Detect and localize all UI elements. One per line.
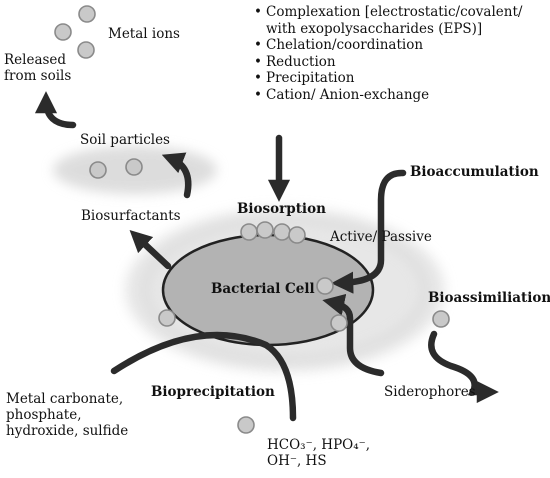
bioprecipitation-curve [110, 331, 297, 422]
bioaccumulation-arrow [331, 169, 407, 294]
siderophore-uptake-arrow [322, 293, 385, 377]
release-arrow [34, 91, 77, 129]
released-from-soils-label: Released from soils [4, 52, 72, 84]
siderophores-label: Siderophores [384, 384, 476, 400]
mechanism-item: Complexation [electrostatic/covalent/ [254, 4, 522, 21]
mechanism-item: Cation/ Anion-exchange [254, 87, 522, 104]
metal-ion [125, 158, 143, 176]
soil-to-biosurfactant-arrow [161, 152, 192, 199]
mechanism-item: Chelation/coordination [254, 37, 522, 54]
metal-ion [54, 23, 72, 41]
metal-ion [288, 226, 306, 244]
bioassimilation-label: Bioassimiliation [428, 290, 550, 306]
biosurfactant-arrow [129, 229, 172, 270]
bioassimilation-arrow [428, 330, 499, 404]
mechanism-item: Reduction [254, 54, 522, 71]
mechanism-item: with exopolysaccharides (EPS)] [266, 20, 483, 37]
metal-ion [89, 161, 107, 179]
soil-particles-label: Soil particles [80, 132, 170, 148]
bioprecipitation-label: Bioprecipitation [151, 384, 275, 400]
metal-ion [256, 221, 274, 239]
metal-ion [77, 41, 95, 59]
bacterial-cell-label: Bacterial Cell [211, 281, 315, 297]
metal-products-label: Metal carbonate, phosphate, hydroxide, s… [6, 391, 129, 439]
mechanism-item: Precipitation [254, 70, 522, 87]
active-passive-label: Active/ Passive [330, 229, 432, 245]
biosurfactants-label: Biosurfactants [81, 208, 181, 224]
mechanism-list: Complexation [electrostatic/covalent/ wi… [254, 4, 522, 103]
metal-ion [432, 310, 450, 328]
metal-ion [158, 309, 176, 327]
metal-ion [316, 277, 334, 295]
metal-ion [273, 223, 291, 241]
anions-label: HCO₃⁻, HPO₄⁻, OH⁻, HS [267, 437, 371, 469]
bioaccumulation-label: Bioaccumulation [410, 164, 539, 180]
biosorption-label: Biosorption [237, 201, 326, 217]
metal-ions-label: Metal ions [108, 26, 180, 42]
metal-ion [78, 5, 96, 23]
metal-ion [237, 416, 255, 434]
metal-ion [330, 314, 348, 332]
metal-ion [240, 223, 258, 241]
